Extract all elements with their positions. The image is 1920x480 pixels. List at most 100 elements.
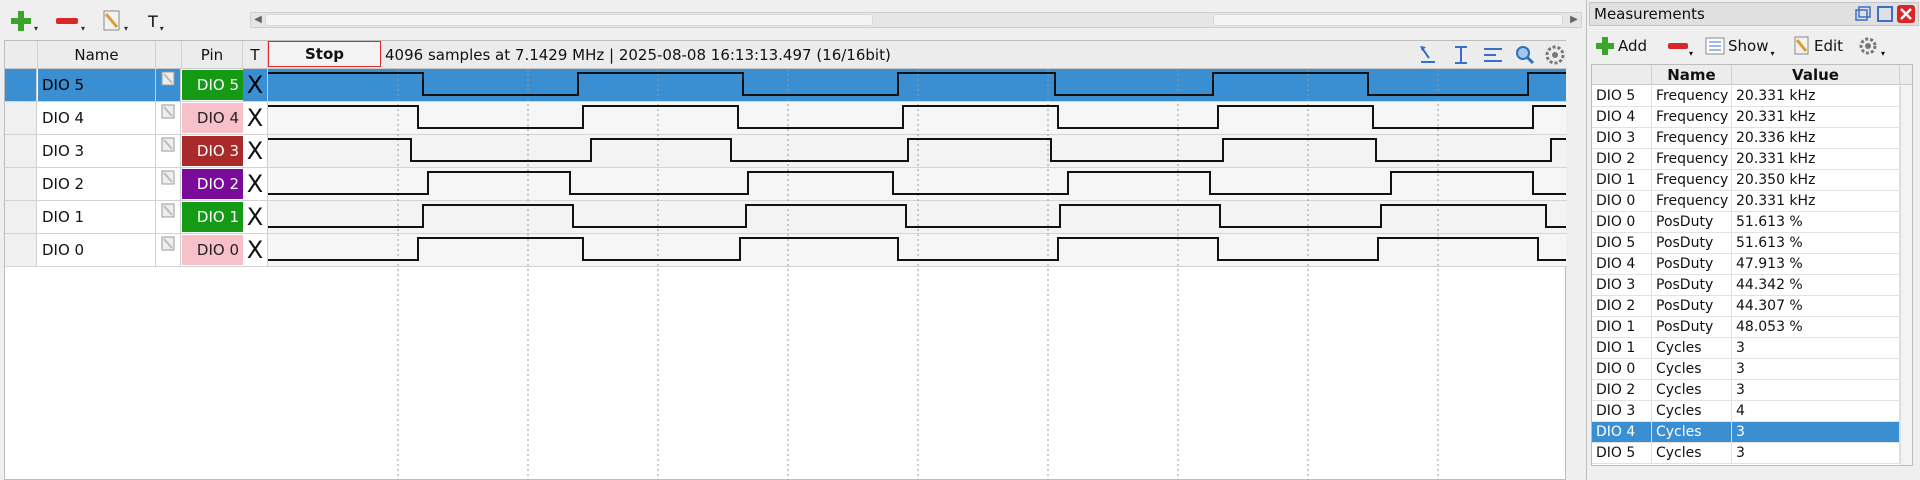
pin-label[interactable]: DIO 0: [182, 235, 243, 265]
channel-type-icon[interactable]: [156, 168, 181, 200]
dock-title: Measurements: [1594, 5, 1705, 23]
measurement-name: Frequency: [1652, 86, 1732, 106]
measurement-name: Cycles: [1652, 443, 1732, 463]
vertical-scrollbar[interactable]: [1900, 85, 1912, 465]
signal-name[interactable]: DIO 0: [38, 234, 156, 266]
measurement-value: 20.331 kHz: [1732, 107, 1900, 127]
pin-label[interactable]: DIO 3: [182, 136, 243, 166]
channel-type-icon[interactable]: [156, 135, 181, 167]
signal-name[interactable]: DIO 4: [38, 102, 156, 134]
measurement-value: 4: [1732, 401, 1900, 421]
row-header[interactable]: [5, 201, 37, 233]
remove-measurement-button[interactable]: ▾: [1667, 34, 1693, 58]
pin-label[interactable]: DIO 5: [182, 70, 243, 100]
scroll-left-icon[interactable]: ◀: [254, 14, 262, 25]
row-header[interactable]: [5, 69, 37, 101]
signal-name[interactable]: DIO 5: [38, 69, 156, 101]
measurement-settings-button[interactable]: ▾: [1857, 34, 1885, 58]
channel-type-icon[interactable]: [156, 201, 181, 233]
trigger-column-header[interactable]: T: [243, 41, 268, 69]
signal-name[interactable]: DIO 1: [38, 201, 156, 233]
trigger-toggle[interactable]: X: [243, 234, 268, 266]
cursor-left-icon[interactable]: [1417, 44, 1441, 66]
pin-column-header[interactable]: Pin: [182, 41, 243, 69]
signal-name[interactable]: DIO 3: [38, 135, 156, 167]
row-header[interactable]: [5, 102, 37, 134]
measurement-channel: DIO 1: [1592, 170, 1652, 190]
channel-type-icon[interactable]: [156, 234, 181, 266]
cursor-range-icon[interactable]: [1449, 44, 1473, 66]
show-measurement-button[interactable]: Show ▾: [1705, 34, 1775, 58]
waveform-trace: [268, 171, 1566, 195]
dock-title-bar: Measurements: [1589, 2, 1919, 26]
pin-label[interactable]: DIO 4: [182, 103, 243, 133]
trigger-toggle[interactable]: X: [243, 69, 268, 101]
scroll-right-icon[interactable]: ▶: [1570, 14, 1578, 25]
restore-icon[interactable]: [1853, 4, 1873, 24]
maximize-icon[interactable]: [1875, 4, 1895, 24]
add-channel-button[interactable]: ▾: [10, 8, 38, 34]
add-measurement-button[interactable]: Add: [1595, 34, 1647, 58]
channel-type-icon[interactable]: [156, 102, 181, 134]
pin-label[interactable]: DIO 2: [182, 169, 243, 199]
waveform-area[interactable]: [268, 69, 1566, 480]
minus-icon: [1668, 43, 1688, 49]
trigger-toggle[interactable]: X: [243, 168, 268, 200]
name-column-header[interactable]: Name: [1652, 65, 1732, 85]
channel-type-icon[interactable]: [156, 69, 181, 101]
measurement-name: PosDuty: [1652, 212, 1732, 232]
chevron-down-icon: ▾: [1770, 48, 1775, 58]
value-column-header[interactable]: Value: [1732, 65, 1900, 85]
edit-channel-button[interactable]: ▾: [102, 8, 128, 34]
stop-button[interactable]: Stop: [268, 41, 381, 67]
main-toolbar: ▾ ▾ ▾ T ▾ ◀ ▶: [0, 0, 1582, 40]
align-icon[interactable]: [1481, 44, 1505, 66]
waveform-trace: [268, 237, 1566, 261]
remove-channel-button[interactable]: ▾: [55, 8, 85, 34]
measurement-name: PosDuty: [1652, 317, 1732, 337]
text-tool-button[interactable]: T ▾: [148, 8, 164, 34]
measurement-name: Cycles: [1652, 380, 1732, 400]
row-header[interactable]: [5, 135, 37, 167]
edit-measurement-button[interactable]: Edit: [1793, 34, 1843, 58]
trigger-toggle[interactable]: X: [243, 102, 268, 134]
zoom-icon[interactable]: [1513, 44, 1537, 66]
trigger-toggle[interactable]: X: [243, 201, 268, 233]
trigger-toggle[interactable]: X: [243, 135, 268, 167]
measurement-value: 3: [1732, 422, 1900, 442]
pin-label[interactable]: DIO 1: [182, 202, 243, 232]
row-header[interactable]: [5, 168, 37, 200]
signal-name[interactable]: DIO 2: [38, 168, 156, 200]
close-icon[interactable]: [1896, 4, 1916, 24]
row-header[interactable]: [5, 234, 37, 266]
add-measurement-label: Add: [1618, 37, 1648, 55]
horizontal-scrollbar[interactable]: ◀ ▶: [250, 12, 1582, 28]
name-column-header[interactable]: Name: [38, 41, 156, 69]
settings-icon[interactable]: [1543, 44, 1567, 66]
scrollbar-thumb[interactable]: [265, 14, 873, 26]
